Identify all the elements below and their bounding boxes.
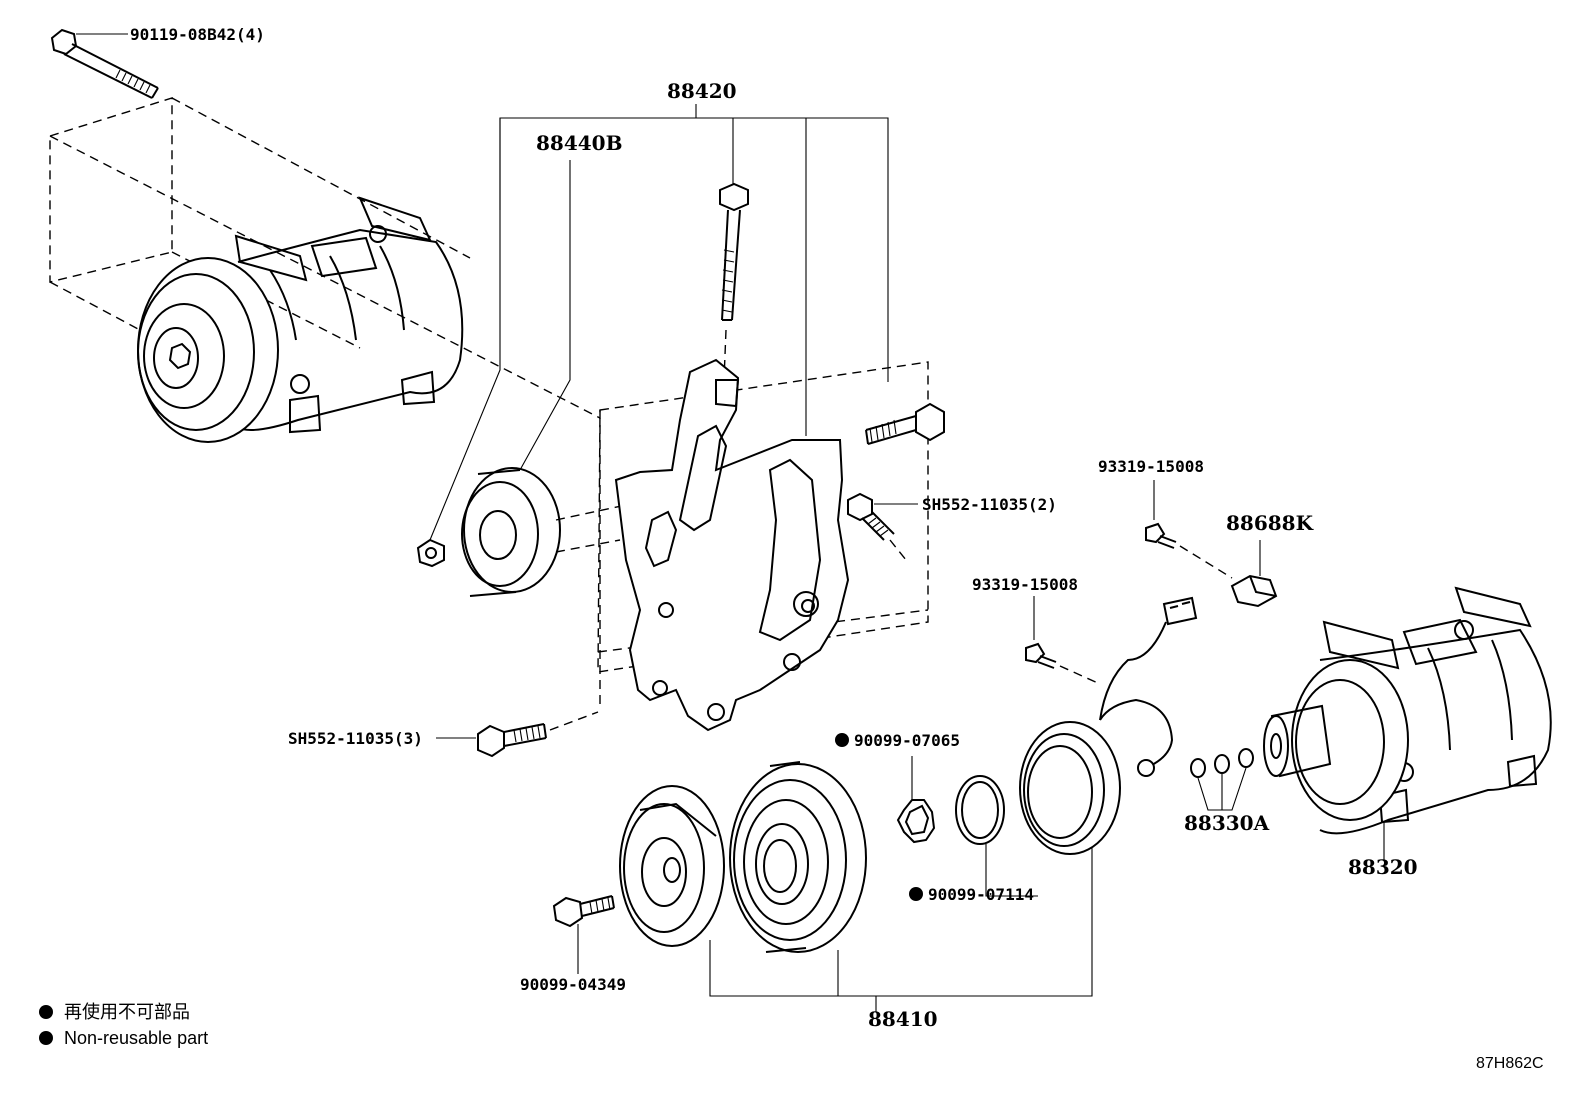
label-shims: 88330A bbox=[1184, 811, 1270, 835]
small-ring-drawing bbox=[896, 756, 936, 844]
screw-a-drawing bbox=[1145, 522, 1233, 579]
label-bolt-clutch: 90099-04349 bbox=[520, 975, 626, 994]
label-clutch-assy: 88410 bbox=[868, 1007, 938, 1031]
bracket-bolt-drawing bbox=[719, 182, 749, 381]
compressor-installed-drawing bbox=[49, 97, 601, 443]
clutch-bolt-drawing bbox=[552, 895, 615, 974]
idler-pulley-drawing bbox=[461, 467, 641, 597]
label-bracket-assy: 88420 bbox=[667, 79, 737, 103]
label-bolt-sh3: SH552-11035(3) bbox=[288, 729, 423, 748]
clutch-drawing bbox=[619, 761, 1093, 1012]
side-bolt-drawing bbox=[865, 402, 945, 445]
legend-bullet-en bbox=[39, 1031, 53, 1045]
non-reusable-mark-snap-ring bbox=[909, 887, 923, 901]
legend-text-ja: 再使用不可部品 bbox=[64, 1002, 190, 1022]
legend-bullet-ja bbox=[39, 1005, 53, 1019]
field-coil-drawing bbox=[1019, 596, 1198, 855]
label-compressor: 88320 bbox=[1348, 855, 1418, 879]
label-screw-a: 93319-15008 bbox=[1098, 457, 1204, 476]
screw-b-drawing bbox=[1025, 642, 1101, 685]
bracket-leader-lines bbox=[429, 104, 889, 541]
label-bolt-sh2: SH552-11035(2) bbox=[922, 495, 1057, 514]
sh552-3-bolt-drawing bbox=[477, 711, 599, 758]
clamp-drawing bbox=[1230, 540, 1278, 608]
label-screw-b: 93319-15008 bbox=[972, 575, 1078, 594]
non-reusable-mark-ring bbox=[835, 733, 849, 747]
snap-ring-drawing bbox=[955, 775, 1038, 897]
idler-nut-drawing bbox=[416, 538, 445, 568]
label-ring-small: 90099-07065 bbox=[854, 731, 960, 750]
label-clamp: 88688K bbox=[1226, 511, 1314, 535]
legend-text-en: Non-reusable part bbox=[64, 1028, 208, 1048]
label-bolt-long: 90119-08B42(4) bbox=[130, 25, 265, 44]
bracket-drawing bbox=[597, 358, 929, 732]
label-idler-pulley: 88440B bbox=[536, 131, 622, 155]
diagram-code: 87H862C bbox=[1476, 1055, 1544, 1072]
label-snap-ring: 90099-07114 bbox=[928, 885, 1034, 904]
long-bolt-drawing bbox=[50, 28, 159, 99]
shims-drawing bbox=[1190, 748, 1254, 811]
legend: 再使用不可部品 Non-reusable part bbox=[39, 1002, 208, 1048]
sh552-2-bolt-drawing bbox=[847, 492, 907, 561]
compressor-drawing bbox=[1263, 586, 1552, 860]
